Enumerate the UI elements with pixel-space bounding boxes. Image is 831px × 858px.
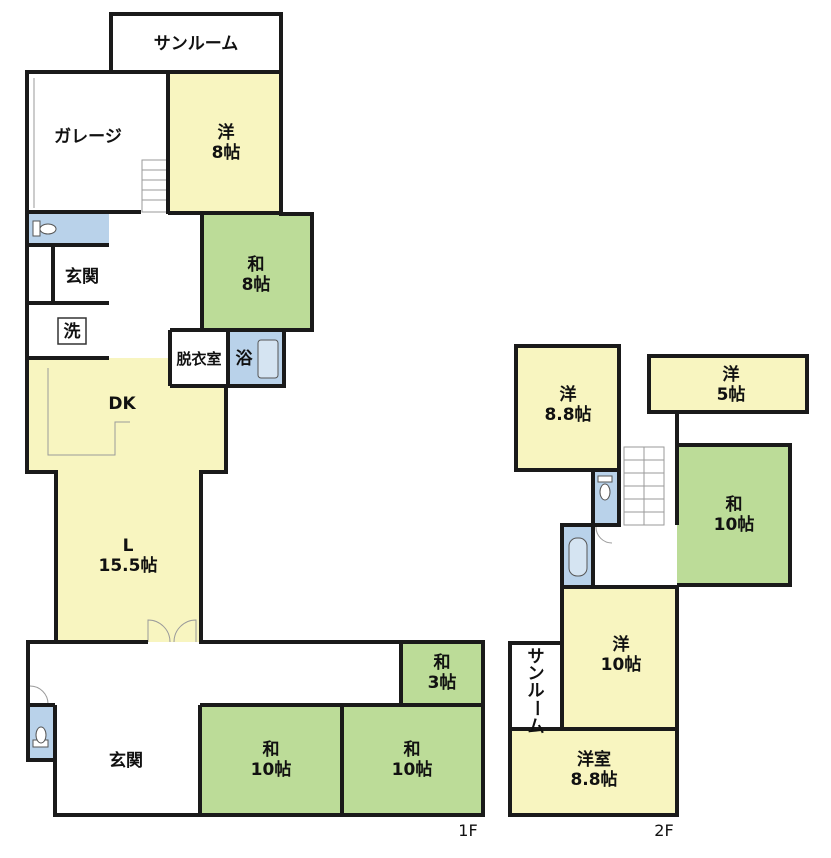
western-room-88b: [510, 729, 677, 815]
label-size: 10帖: [251, 759, 292, 780]
toilet-bowl-icon: [35, 726, 47, 744]
label-size: 5帖: [717, 384, 746, 405]
label-japanese-room: 和: [726, 495, 743, 515]
bathtub-icon: [568, 537, 588, 577]
wall: [514, 344, 621, 472]
western-room-10: [562, 587, 677, 729]
label-dk: DK: [108, 394, 136, 414]
label-sunroom-char: ル: [528, 681, 545, 701]
label-western-room: 洋: [613, 634, 630, 655]
door-swing-right: [173, 619, 197, 643]
floor-label-1f: 1F: [458, 821, 477, 840]
japanese-room-10-2f: [677, 445, 790, 585]
label-sunroom-char: ー: [526, 700, 546, 717]
label-sunroom-char: ム: [528, 717, 545, 737]
label-entrance: 玄関: [65, 266, 99, 287]
interior-details: [29, 78, 665, 816]
label-bath: 浴: [236, 348, 254, 369]
western-room-88: [516, 346, 619, 470]
door-swing: [29, 685, 49, 705]
sunroom-2f: [510, 643, 562, 729]
corridor-1f: [28, 642, 401, 705]
washer-box: [57, 317, 87, 345]
garage: [27, 72, 168, 212]
door-swing-left: [147, 619, 171, 643]
label-size: 10帖: [601, 654, 642, 675]
label-sunroom: サンルーム: [154, 34, 239, 54]
toilet-bowl-icon: [39, 223, 57, 235]
entrance-main: [55, 705, 200, 815]
label-western-room: 洋: [218, 122, 235, 143]
label-size: 8帖: [242, 274, 271, 295]
label-size: 3帖: [428, 672, 457, 693]
wall: [647, 354, 809, 414]
japanese-room-10b: [342, 705, 483, 815]
toilet-bowl-icon: [599, 483, 611, 501]
western-room-5: [649, 356, 807, 412]
label-size: 8帖: [212, 142, 241, 163]
bathtub-icon: [257, 339, 279, 379]
toilet-tank-icon: [597, 475, 613, 483]
toilet-tank-icon: [32, 220, 41, 237]
first-floor: [27, 14, 483, 815]
living-room: [56, 472, 201, 642]
labels-1f: サンルーム ガレージ 洋 8帖 和 8帖 玄関 洗 脱衣室 浴 DK L 15.…: [54, 34, 478, 840]
walls: [25, 12, 809, 817]
dressing-room: [170, 330, 228, 386]
label-size: 8.8帖: [570, 769, 617, 790]
label-sunroom-char: サ: [528, 647, 545, 667]
floor-label-2f: 2F: [654, 821, 673, 840]
label-size: 8.8帖: [544, 404, 591, 425]
label-garage: ガレージ: [54, 127, 122, 147]
wall: [591, 468, 621, 527]
label-japanese-room: 和: [263, 740, 280, 760]
label-wash: 洗: [64, 321, 81, 342]
label-size: 15.5帖: [99, 555, 158, 576]
label-size: 10帖: [392, 759, 433, 780]
label-western-room: 洋: [723, 364, 740, 385]
label-japanese-room: 和: [404, 740, 421, 760]
label-size: 10帖: [714, 514, 755, 535]
sunroom-1f: [111, 14, 281, 72]
wall: [677, 443, 792, 587]
label-western-room: 洋: [560, 384, 577, 405]
japanese-room-3: [401, 642, 483, 705]
western-room-8: [168, 72, 281, 214]
door-swing: [595, 526, 613, 544]
japanese-room-8: [202, 214, 312, 330]
label-japanese-room: 和: [434, 653, 451, 673]
labels-2f: 洋 8.8帖 洋 5帖 和 10帖 洋 10帖 サ ン ル ー ム 洋室 8.8…: [526, 364, 754, 840]
label-japanese-room: 和: [248, 255, 265, 275]
label-entrance: 玄関: [109, 750, 143, 771]
japanese-room-10a: [200, 705, 342, 815]
label-sunroom-char: ン: [528, 664, 545, 684]
entrance-small: [53, 245, 109, 303]
landing-2f: [593, 525, 677, 587]
label-dressing-room: 脱衣室: [176, 350, 221, 368]
wall: [25, 70, 485, 817]
label-living: L: [123, 536, 134, 556]
label-western-room: 洋室: [577, 749, 611, 770]
kitchen-counter: [47, 368, 130, 456]
